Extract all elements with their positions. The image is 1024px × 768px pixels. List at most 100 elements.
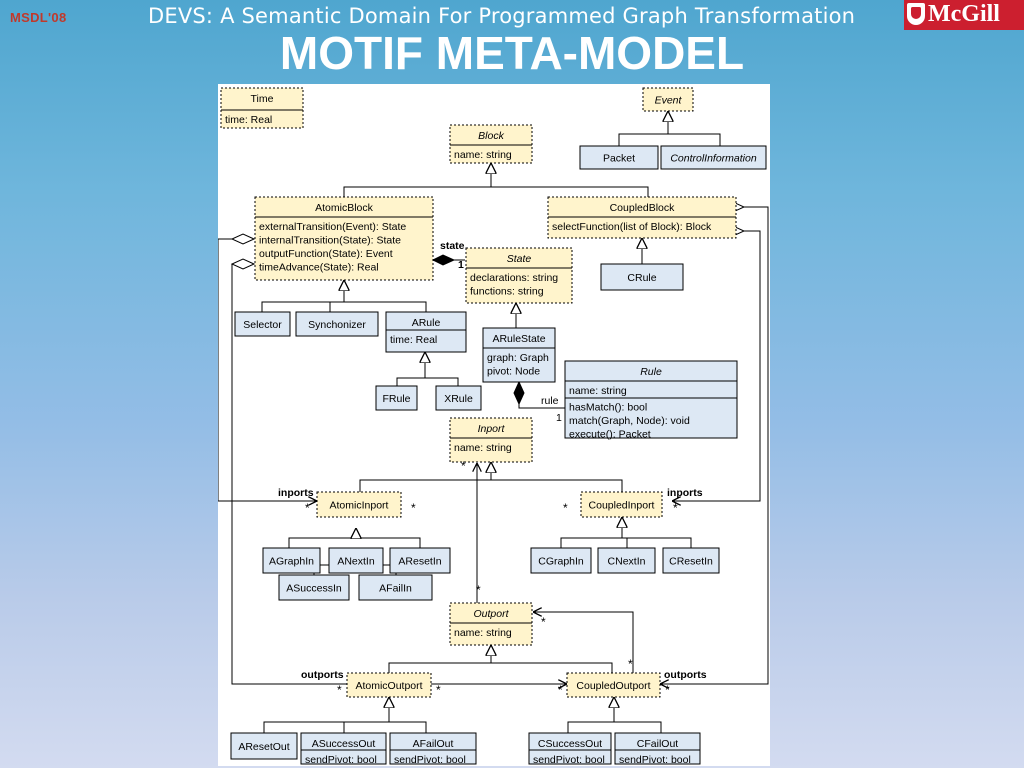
class-box — [254, 196, 434, 281]
connectors — [218, 111, 769, 733]
class-member: sendPivot: bool — [619, 754, 691, 766]
class-title: Event — [655, 95, 683, 107]
class-member: hasMatch(): bool — [569, 402, 647, 414]
class-title: ASuccessIn — [286, 583, 342, 595]
gen-atomicblock — [261, 280, 427, 312]
label-inports-right: inports — [667, 487, 703, 499]
shield-icon — [907, 3, 925, 25]
class-member: graph: Graph — [487, 352, 549, 364]
class-title: CoupledBlock — [610, 202, 676, 214]
label-m3: * — [563, 501, 568, 515]
filled-diamond-state — [431, 254, 456, 266]
class-member: sendPivot: bool — [533, 754, 605, 766]
class-title: AResetOut — [238, 741, 289, 753]
label-outports-left: outports — [301, 669, 344, 681]
class-member: name: string — [454, 149, 512, 161]
class-title: Rule — [640, 366, 662, 378]
gen-atomicoutports — [263, 697, 427, 733]
class-atomicinport: AtomicInport — [316, 491, 402, 518]
class-title: AtomicOutport — [355, 680, 422, 692]
gen-inports — [359, 462, 623, 492]
class-box — [220, 87, 304, 129]
class-box — [662, 547, 720, 574]
slide-subtitle: DEVS: A Semantic Domain For Programmed G… — [148, 4, 856, 28]
coupled-outports-assoc — [660, 206, 769, 684]
class-title: ARule — [412, 317, 441, 329]
class-member: timeAdvance(State): Real — [259, 262, 379, 274]
label-m6: * — [476, 583, 481, 597]
class-box — [482, 327, 556, 383]
class-member: name: string — [454, 442, 512, 454]
class-title: Time — [251, 93, 274, 105]
class-cgraphin: CGraphIn — [530, 547, 592, 574]
class-rule: Rule name: string hasMatch(): boolmatch(Gr… — [564, 360, 738, 441]
class-synchronizer: Synchonizer — [295, 311, 379, 337]
class-box — [465, 247, 573, 304]
slide-header: MSDL'08 DEVS: A Semantic Domain For Prog… — [0, 0, 1024, 34]
class-box — [597, 547, 656, 574]
label-inports-left: inports — [278, 487, 314, 499]
class-frule: FRule — [375, 385, 418, 411]
class-title: AGraphIn — [269, 556, 314, 568]
class-title: AFailIn — [379, 583, 412, 595]
class-cresetin: CResetIn — [662, 547, 720, 574]
class-box — [614, 732, 701, 765]
class-member: match(Graph, Node): void — [569, 415, 690, 427]
class-title: CoupledInport — [589, 500, 655, 512]
label-m8: * — [337, 683, 342, 697]
class-box — [389, 547, 451, 574]
class-box — [600, 263, 684, 291]
class-box — [234, 311, 291, 337]
logo-text: McGill — [928, 1, 1000, 27]
gen-arule — [396, 352, 459, 386]
class-box — [449, 417, 533, 463]
filled-diamond-rule — [513, 380, 525, 406]
class-title: CRule — [627, 272, 656, 284]
label-rule-role: rule — [541, 395, 559, 407]
label-state-mult: 1 — [458, 259, 464, 271]
label-m7: * — [541, 615, 546, 629]
class-title: CoupledOutport — [576, 680, 650, 692]
class-member: internalTransition(State): State — [259, 235, 401, 247]
label-m10: * — [558, 683, 563, 697]
class-box — [295, 311, 379, 337]
class-event: Event — [642, 87, 694, 112]
class-member: time: Real — [225, 114, 272, 126]
class-title: Block — [478, 130, 504, 142]
label-m5: * — [461, 459, 466, 473]
class-aresetout: AResetOut — [230, 732, 298, 760]
class-cnextin: CNextIn — [597, 547, 656, 574]
class-title: Packet — [603, 153, 635, 165]
label-rule-mult: 1 — [556, 412, 562, 424]
class-box — [328, 547, 384, 574]
class-title: Inport — [478, 423, 506, 435]
class-title: FRule — [382, 393, 410, 405]
class-title: CResetIn — [669, 556, 713, 568]
class-title: ControlInformation — [670, 153, 757, 165]
class-box — [449, 124, 533, 164]
class-box — [346, 672, 432, 698]
class-title: CSuccessOut — [538, 738, 602, 750]
class-controlinfo: ControlInformation — [660, 145, 767, 170]
conference-badge: MSDL'08 — [10, 10, 67, 25]
class-afailin: AFailIn — [358, 574, 433, 601]
class-title: ASuccessOut — [312, 738, 376, 750]
class-box — [389, 732, 477, 765]
hollow-diamond-in-atomic — [230, 233, 256, 245]
class-time: Time time: Real — [220, 87, 304, 129]
class-member: name: string — [569, 385, 627, 397]
class-title: AFailOut — [413, 738, 454, 750]
class-box — [375, 385, 418, 411]
gen-packet-event — [618, 111, 721, 146]
class-box — [300, 732, 387, 765]
class-box — [358, 574, 433, 601]
